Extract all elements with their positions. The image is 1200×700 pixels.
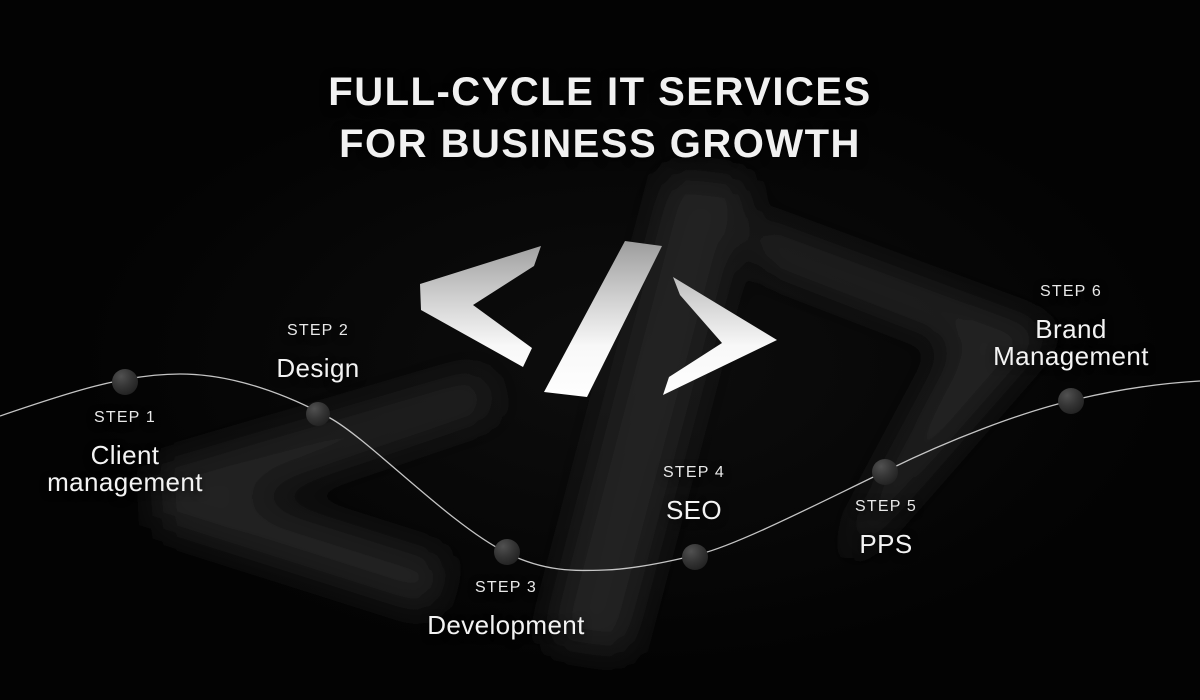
step-1-label: STEP 1 [93, 409, 157, 426]
step-3-dot [494, 539, 520, 565]
step-1-name: Client management [47, 440, 203, 497]
step-1-dot [112, 369, 138, 395]
step-2-dot [306, 402, 330, 426]
title-line-1: FULL-CYCLE IT SERVICES [328, 70, 872, 114]
step-4: STEP 4 SEO [663, 463, 725, 524]
step-5: STEP 5 PPS [855, 497, 917, 558]
step-6-dot [1058, 388, 1084, 414]
step-3-label: STEP 3 [474, 579, 538, 596]
shadow-slash-icon [545, 172, 752, 655]
step-2-label: STEP 2 [286, 322, 350, 339]
step-6-name: Brand Management [993, 314, 1149, 371]
step-4-name: SEO [665, 495, 723, 525]
title-line-2: FOR BUSINESS GROWTH [339, 122, 861, 166]
code-icon-slash [544, 241, 662, 397]
step-4-label: STEP 4 [662, 464, 726, 481]
timeline-curve [0, 373, 1200, 572]
shadow-left-bracket-icon [155, 372, 497, 612]
step-2: STEP 2 Design [276, 321, 359, 382]
step-5-dot [872, 459, 898, 485]
page-title: FULL-CYCLE IT SERVICES FOR BUSINESS GROW… [0, 66, 1200, 170]
step-6: STEP 6 Brand Management [971, 282, 1171, 370]
code-icon-right-bracket [663, 277, 777, 395]
step-5-label: STEP 5 [854, 498, 918, 515]
step-1: STEP 1 Client management [30, 408, 220, 496]
step-3-name: Development [427, 610, 585, 640]
step-5-name: PPS [859, 529, 913, 559]
code-icon-left-bracket [420, 246, 541, 367]
step-4-dot [682, 544, 708, 570]
step-2-name: Design [276, 353, 360, 383]
step-6-label: STEP 6 [1039, 283, 1103, 300]
shadow-right-bracket-icon [737, 213, 1053, 568]
step-3: STEP 3 Development [427, 578, 585, 639]
